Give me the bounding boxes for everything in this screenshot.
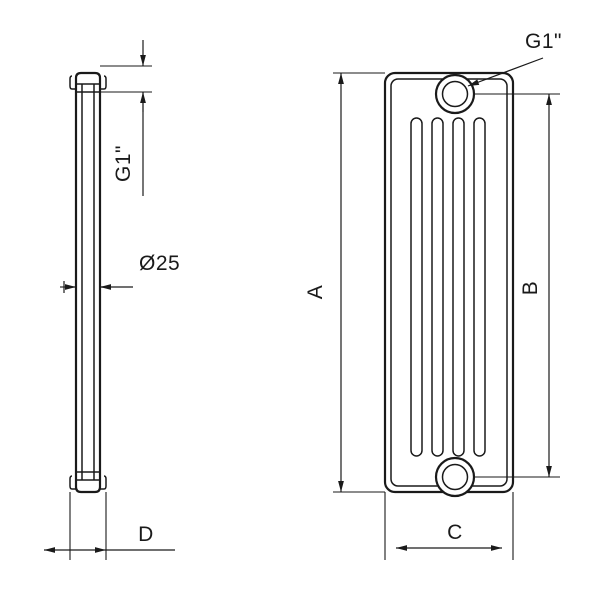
dimension-b — [474, 93, 560, 478]
dimension-a — [333, 72, 385, 493]
dimension-a-label: A — [304, 285, 327, 300]
front-thread-label: G1" — [525, 30, 562, 53]
dimension-c-label: C — [447, 521, 463, 544]
side-view-geometry — [69, 71, 107, 494]
side-thread-dimension — [100, 40, 152, 196]
side-thread-label: G1" — [112, 145, 135, 182]
depth-label: D — [138, 523, 154, 546]
diameter-label: Ø25 — [139, 252, 180, 275]
depth-dimension — [44, 492, 175, 560]
front-view-geometry — [383, 71, 515, 498]
dimension-b-label: B — [519, 281, 542, 296]
front-thread-leader — [467, 57, 544, 87]
diameter-dimension — [60, 281, 133, 293]
dimension-c — [384, 492, 514, 560]
